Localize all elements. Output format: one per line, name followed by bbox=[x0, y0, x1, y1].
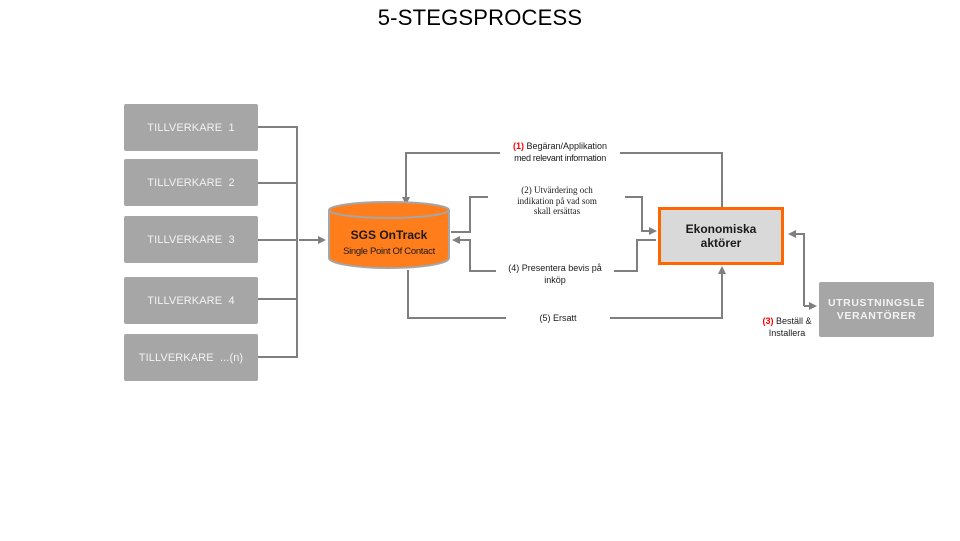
equipment-suppliers-line1: UTRUSTNINGSLE bbox=[827, 296, 926, 309]
hub-subtitle: Single Point Of Contact bbox=[343, 246, 435, 257]
supplier-box: TILLVERKARE 1 bbox=[124, 104, 258, 151]
step3-arrow-up bbox=[788, 230, 805, 306]
bus-connector bbox=[258, 126, 298, 358]
step1-line1: Begäran/Applikation bbox=[526, 141, 608, 151]
supplier-label: TILLVERKARE 2 bbox=[147, 176, 235, 189]
step1-label: (1) Begäran/Applikation med relevant inf… bbox=[500, 141, 620, 164]
economic-actors-line1: Ekonomiska bbox=[685, 222, 757, 236]
step3-line1: Beställ & bbox=[775, 316, 812, 326]
supplier-label: TILLVERKARE ...(n) bbox=[138, 351, 244, 364]
step1-number: (1) bbox=[512, 141, 524, 151]
page-title: 5-STEGSPROCESS bbox=[377, 5, 583, 30]
step2-line3: skall ersättas bbox=[533, 206, 581, 216]
step3-number: (3) bbox=[762, 316, 774, 326]
supplier-box: TILLVERKARE 2 bbox=[124, 159, 258, 206]
step1-line2: med relevant information bbox=[514, 152, 606, 163]
supplier-label: TILLVERKARE 1 bbox=[147, 121, 235, 134]
hub-text: SGS OnTrack Single Point Of Contact bbox=[327, 228, 451, 257]
step2-label: (2) Utvärdering och indikation på vad so… bbox=[490, 185, 624, 217]
supplier-label: TILLVERKARE 3 bbox=[147, 233, 235, 246]
step3-line2: Installera bbox=[768, 327, 806, 338]
step4-arrow bbox=[454, 240, 656, 272]
hub-title: SGS OnTrack bbox=[350, 228, 428, 242]
economic-actors-box: Ekonomiska aktörer bbox=[658, 207, 784, 265]
step4-line2: inköp bbox=[544, 274, 566, 285]
step1-arrow bbox=[406, 152, 723, 207]
supplier-box: TILLVERKARE ...(n) bbox=[124, 334, 258, 381]
step2-arrow bbox=[451, 196, 655, 232]
step4-label: (4) Presentera bevis på inköp bbox=[496, 263, 614, 286]
step2-line2: indikation på vad som bbox=[517, 195, 597, 206]
step5-arrow bbox=[407, 268, 722, 319]
supplier-box: TILLVERKARE 4 bbox=[124, 277, 258, 324]
step5-label: (5) Ersatt bbox=[506, 313, 610, 325]
equipment-suppliers-line2: VERANTÖRER bbox=[836, 309, 917, 322]
economic-actors-line2: aktörer bbox=[700, 236, 742, 250]
equipment-suppliers-box: UTRUSTNINGSLE VERANTÖRER bbox=[819, 282, 934, 337]
step3-label: (3) Beställ & Installera bbox=[752, 316, 822, 339]
step2-line1: (2) Utvärdering och bbox=[521, 185, 593, 195]
step5-line1: (5) Ersatt bbox=[539, 313, 577, 323]
hub-cylinder bbox=[328, 201, 450, 269]
supplier-label: TILLVERKARE 4 bbox=[147, 294, 235, 307]
step4-line1: (4) Presentera bevis på bbox=[508, 263, 602, 273]
supplier-box: TILLVERKARE 3 bbox=[124, 216, 258, 263]
